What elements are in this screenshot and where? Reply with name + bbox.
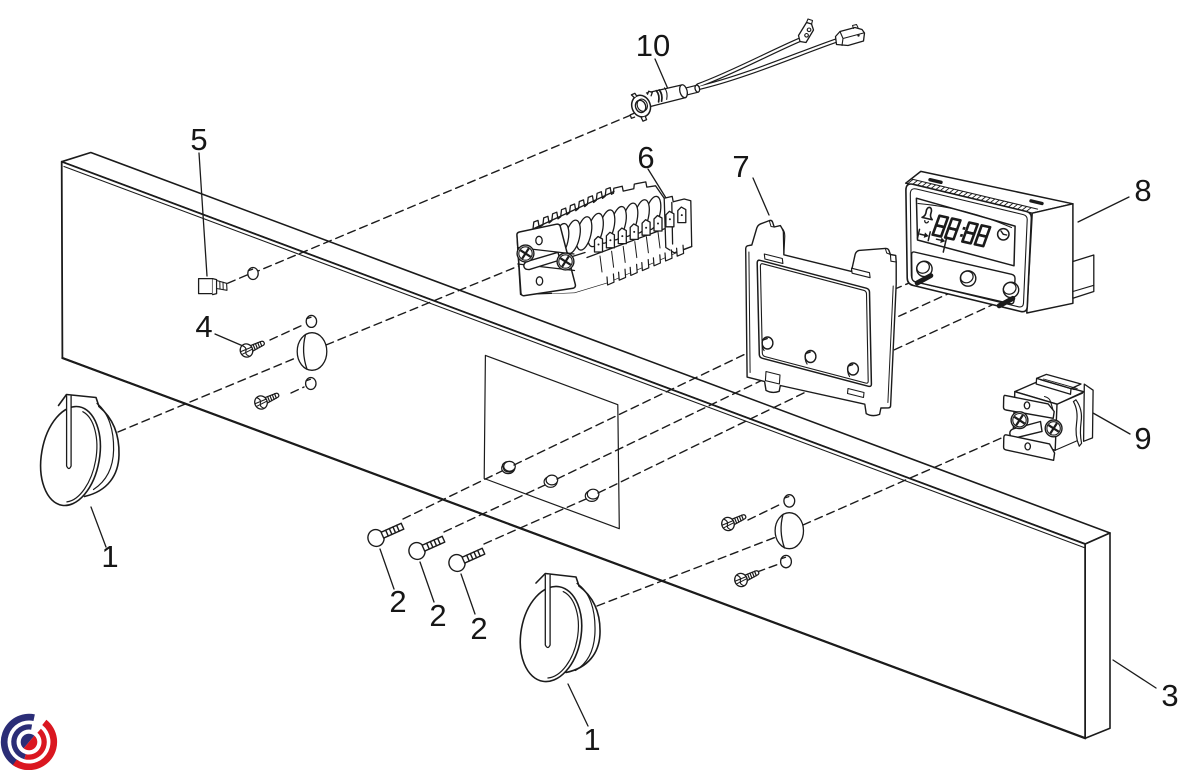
svg-text:4: 4 — [195, 309, 212, 344]
svg-text:1: 1 — [101, 539, 118, 574]
svg-text:7: 7 — [732, 149, 749, 184]
svg-text:3: 3 — [1161, 678, 1178, 713]
svg-text:5: 5 — [190, 122, 207, 157]
svg-text:1: 1 — [583, 722, 600, 757]
svg-text:2: 2 — [389, 584, 406, 619]
svg-text:8: 8 — [1134, 173, 1151, 208]
svg-text:10: 10 — [636, 28, 670, 63]
svg-text:6: 6 — [637, 140, 654, 175]
svg-text:2: 2 — [429, 598, 446, 633]
svg-text:9: 9 — [1134, 421, 1151, 456]
svg-text:2: 2 — [470, 611, 487, 646]
